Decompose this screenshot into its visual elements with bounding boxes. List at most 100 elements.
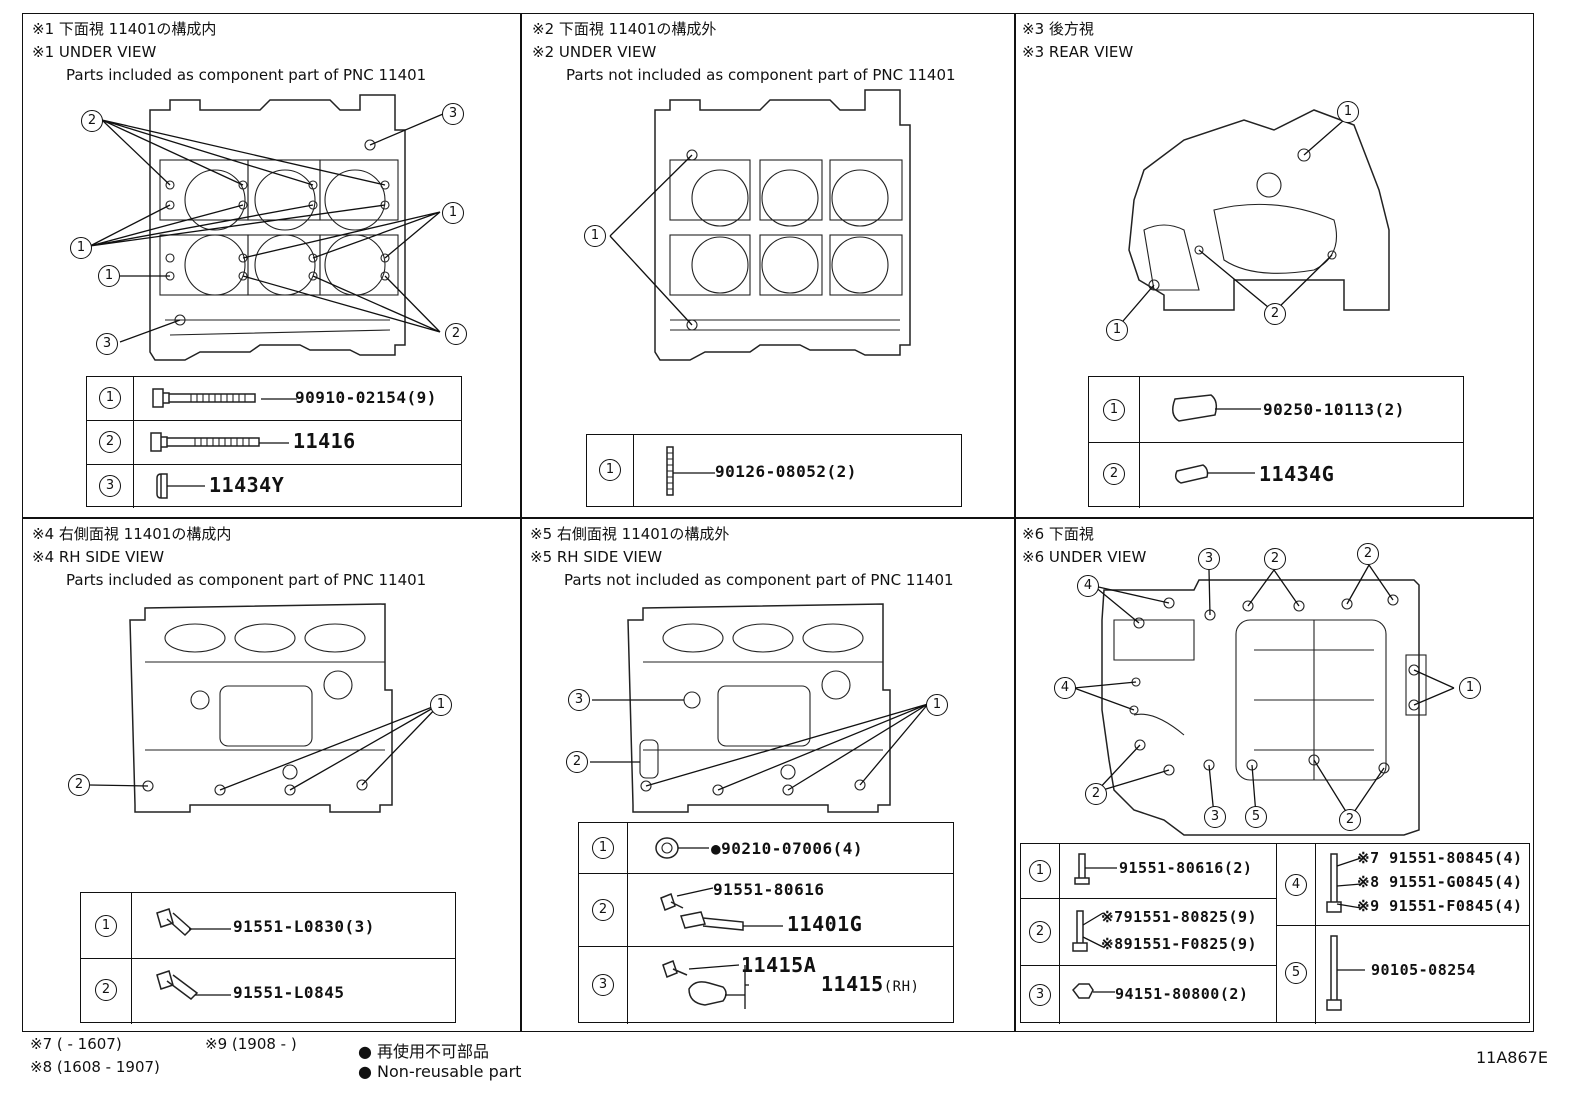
panel-3-rear-block-drawing — [1116, 109, 1390, 329]
panel-3-parts-table: 1 90250-10113(2) 2 11434G — [1088, 376, 1464, 508]
row-index: 2 — [95, 979, 117, 1001]
callout-1: 1 — [430, 694, 452, 716]
row-index: 1 — [599, 459, 621, 481]
panel-5-parts-table: 1 ●90210-07006(4) 2 91551-80616 11401G 3… — [578, 822, 954, 1024]
row-index: 3 — [99, 475, 121, 497]
stud-bolt-icon — [150, 432, 260, 452]
long-flange-bolt-icon — [1326, 853, 1362, 913]
part-number-alt: ※8 91551-G0845(4) — [1357, 873, 1523, 891]
panel-2-title: ※2 下面視 11401の構成外 ※2 UNDER VIEW Parts not… — [532, 18, 956, 87]
panel-2-parts-table: 1 90126-08052(2) — [586, 434, 962, 507]
callout-1: 1 — [1459, 677, 1481, 699]
callout-3: 3 — [1204, 806, 1226, 828]
panel-4-parts-table: 1 91551-L0830(3) 2 91551-L0845 — [80, 892, 456, 1024]
panel-5-title: ※5 右側面視 11401の構成外 ※5 RH SIDE VIEW Parts … — [530, 523, 954, 592]
panel-3-title-en: ※3 REAR VIEW — [1022, 43, 1134, 61]
leader-line — [259, 442, 289, 444]
knock-pin-icon — [1172, 394, 1261, 422]
panel-3-title: ※3 後方視 ※3 REAR VIEW — [1022, 18, 1133, 64]
long-bolt-icon — [1326, 935, 1365, 1011]
flange-bolt-icon — [152, 388, 256, 408]
part-number: 11434Y — [209, 473, 285, 497]
row-index: 1 — [95, 915, 117, 937]
row-index: 3 — [1029, 984, 1051, 1006]
panel-3-title-jp: ※3 後方視 — [1022, 20, 1094, 38]
row-index: 5 — [1285, 962, 1307, 984]
part-number: 11434G — [1259, 462, 1335, 486]
part-number: 91551-L0830(3) — [233, 917, 375, 936]
parts-row: 1 91551-80616(2) — [1021, 844, 1276, 899]
panel-6-title: ※6 下面視 ※6 UNDER VIEW — [1022, 523, 1146, 569]
part-number-secondary-text: 11415 — [821, 972, 884, 996]
part-number-alt: ※9 91551-F0845(4) — [1357, 897, 1523, 915]
callout-1: 1 — [1106, 319, 1128, 341]
parts-column-right: 4 ※7 91551-80845(4) ※8 91551-G0845(4) ※9… — [1277, 844, 1529, 1024]
callout-2: 2 — [445, 323, 467, 345]
panel-4-subtitle: Parts included as component part of PNC … — [66, 571, 427, 589]
callout-1: 1 — [442, 202, 464, 224]
panel-5-title-jp: ※5 右側面視 11401の構成外 — [530, 525, 730, 543]
callout-1: 1 — [98, 265, 120, 287]
parts-row: 3 11415A 11415(RH) — [579, 947, 953, 1024]
parts-row: 1 90126-08052(2) — [587, 435, 961, 506]
callout-2: 2 — [1339, 809, 1361, 831]
drain-cock-icon — [662, 960, 749, 1009]
callout-5: 5 — [1245, 806, 1267, 828]
part-number-alt: ※891551-F0825(9) — [1101, 935, 1258, 953]
row-index: 4 — [1285, 874, 1307, 896]
panel-5-subtitle: Parts not included as component part of … — [564, 571, 954, 589]
parts-row: 2 91551-80616 11401G — [579, 874, 953, 947]
legend-non-reusable-jp: ● 再使用不可部品 — [358, 1042, 490, 1061]
part-number-secondary: 11401G — [787, 912, 863, 936]
panel-1-subtitle: Parts included as component part of PNC … — [66, 66, 427, 84]
footnote-8: ※8 (1608 - 1907) — [30, 1058, 160, 1076]
flange-bolt-icon — [156, 970, 231, 1000]
flange-nut-icon — [1072, 983, 1115, 999]
parts-column-left: 1 91551-80616(2) 2 ※791551-80825(9) ※891… — [1021, 844, 1277, 1024]
row-index: 2 — [1103, 463, 1125, 485]
panel-1-parts-table: 1 90910-02154(9) 2 11416 3 11434Y — [86, 376, 462, 508]
parts-row: 2 ※791551-80825(9) ※891551-F0825(9) — [1021, 899, 1276, 966]
panel-2-title-en: ※2 UNDER VIEW — [532, 43, 657, 61]
callout-1: 1 — [584, 225, 606, 247]
callout-1: 1 — [70, 237, 92, 259]
callout-2: 2 — [1264, 303, 1286, 325]
bolt-and-sensor-icon — [660, 887, 783, 931]
parts-row: 1 90250-10113(2) — [1089, 377, 1463, 443]
row-index: 1 — [592, 837, 614, 859]
footnote-9: ※9 (1908 - ) — [205, 1035, 297, 1053]
part-number: 91551-80616 — [713, 880, 825, 899]
part-number: 91551-80616(2) — [1119, 859, 1253, 877]
flange-bolt-icon — [156, 908, 231, 937]
row-index: 1 — [1103, 399, 1125, 421]
callout-3: 3 — [1198, 548, 1220, 570]
callout-2: 2 — [566, 751, 588, 773]
callout-4: 4 — [1054, 677, 1076, 699]
panel-4-title-jp: ※4 右側面視 11401の構成内 — [32, 525, 232, 543]
callout-3: 3 — [96, 333, 118, 355]
parts-row: 1 ●90210-07006(4) — [579, 823, 953, 874]
parts-row: 3 94151-80800(2) — [1021, 966, 1276, 1024]
grid-divider-v1 — [520, 13, 522, 1032]
panel-6-title-jp: ※6 下面視 — [1022, 525, 1094, 543]
leader-line — [261, 398, 297, 400]
callout-1: 1 — [926, 694, 948, 716]
stud-icon — [666, 446, 715, 496]
grid-divider-v2 — [1014, 13, 1016, 1032]
part-number: 90105-08254 — [1371, 961, 1476, 979]
parts-row: 3 11434Y — [87, 465, 461, 508]
callout-2: 2 — [1085, 783, 1107, 805]
part-number: ※7 91551-80845(4) — [1357, 849, 1523, 867]
part-number-suffix: (RH) — [883, 979, 920, 995]
callout-1: 1 — [1337, 101, 1359, 123]
panel-6-parts-table: 1 91551-80616(2) 2 ※791551-80825(9) ※891… — [1020, 843, 1530, 1024]
parts-row: 1 91551-L0830(3) — [81, 893, 455, 959]
parts-row: 2 91551-L0845 — [81, 959, 455, 1024]
part-number: 11416 — [293, 429, 356, 453]
callout-2: 2 — [1264, 548, 1286, 570]
callout-4: 4 — [1077, 575, 1099, 597]
part-number: ●90210-07006(4) — [711, 839, 863, 858]
panel-2-subtitle: Parts not included as component part of … — [566, 66, 956, 84]
part-number: 94151-80800(2) — [1115, 985, 1249, 1003]
panel-5-title-en: ※5 RH SIDE VIEW — [530, 548, 663, 566]
